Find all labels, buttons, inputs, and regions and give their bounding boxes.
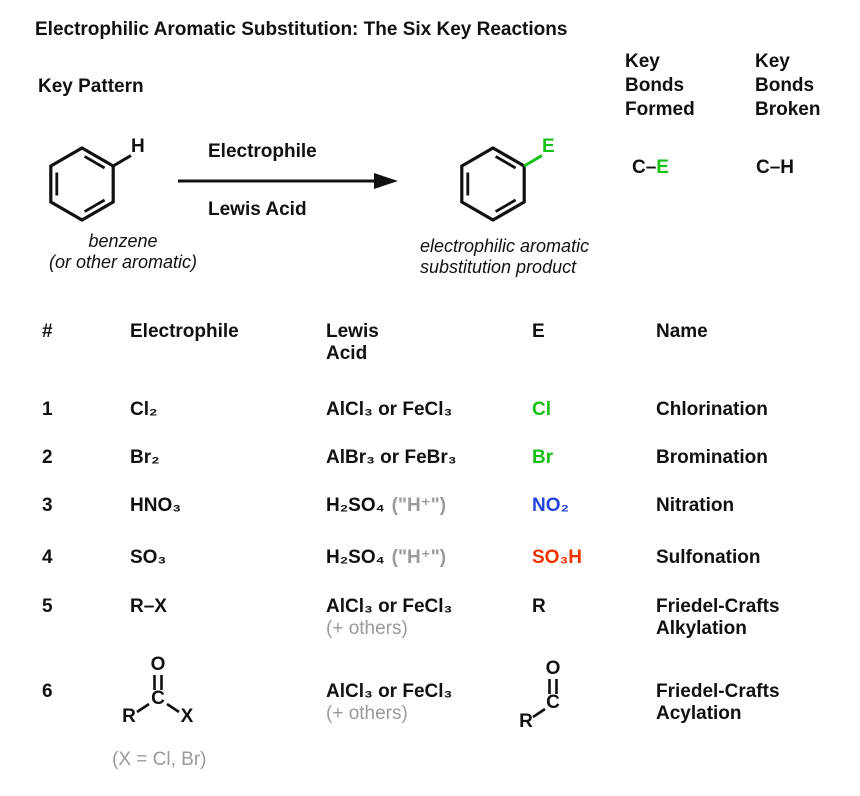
- row4-lewis-note: ("H⁺"): [391, 547, 447, 568]
- reactant-caption-line1: benzene: [88, 231, 158, 251]
- row6-name: Friedel-Crafts Acylation: [656, 681, 780, 724]
- row4-name: Sulfonation: [656, 547, 761, 568]
- arrow-below-label: Lewis Acid: [208, 199, 307, 220]
- header-num: #: [42, 321, 53, 342]
- row4-num: 4: [42, 547, 53, 568]
- row5-num: 5: [42, 596, 53, 617]
- row2-e: Br: [532, 447, 554, 468]
- row6-lewis-note: (+ others): [326, 703, 408, 724]
- acyl-group-o: O: [546, 658, 561, 679]
- bond-formed-c: C–: [632, 157, 657, 178]
- row2-electrophile: Br₂: [130, 447, 160, 468]
- row3-name: Nitration: [656, 495, 735, 516]
- page-title: Electrophilic Aromatic Substitution: The…: [35, 19, 568, 40]
- bond-formed-e: E: [656, 157, 669, 178]
- row3-electrophile: HNO₃: [130, 495, 182, 516]
- header-e: E: [532, 321, 545, 342]
- row6-lewis-main: AlCl₃ or FeCl₃: [326, 681, 453, 702]
- benzene-reactant-structure: [49, 146, 132, 222]
- row1-lewis: AlCl₃ or FeCl₃: [326, 399, 453, 420]
- table-footnote: (X = Cl, Br): [112, 749, 207, 770]
- arrow-above-label: Electrophile: [208, 141, 317, 162]
- header-electrophile: Electrophile: [130, 321, 239, 342]
- reactant-caption-line2: (or other aromatic): [48, 252, 198, 272]
- acyl-group-c: C: [546, 692, 560, 713]
- row5-lewis-main: AlCl₃ or FeCl₃: [326, 596, 453, 617]
- row2-lewis: AlBr₃ or FeBr₃: [326, 447, 457, 468]
- acyl-halide-r: R: [122, 706, 136, 727]
- row3-lewis-note: ("H⁺"): [391, 495, 447, 516]
- reaction-arrow: [178, 173, 398, 189]
- row5-lewis: AlCl₃ or FeCl₃(+ others): [326, 596, 452, 640]
- row5-electrophile: R–X: [130, 596, 167, 617]
- bond-formed-value: C–E: [632, 157, 669, 179]
- row2-num: 2: [42, 447, 53, 468]
- c-e-bond: [523, 154, 543, 168]
- row5-lewis-note: (+ others): [326, 618, 408, 639]
- benzene-product-structure: [460, 146, 543, 222]
- header-lewis: Lewis Acid: [326, 321, 379, 364]
- row1-name: Chlorination: [656, 399, 768, 420]
- reactant-caption: benzene (or other aromatic): [18, 231, 228, 273]
- row1-num: 1: [42, 399, 53, 420]
- row6-lewis: AlCl₃ or FeCl₃(+ others): [326, 681, 452, 725]
- acyl-halide-x: X: [181, 706, 194, 727]
- acyl-halide-structure: O C R X: [122, 654, 194, 727]
- row4-e: SO₃H: [532, 547, 582, 568]
- row3-e: NO₂: [532, 495, 569, 516]
- row4-electrophile: SO₃: [130, 547, 167, 568]
- row4-lewis-main: H₂SO₄: [326, 547, 385, 568]
- key-pattern-label: Key Pattern: [38, 76, 144, 97]
- bond-broken-value: C–H: [756, 157, 795, 178]
- header-name: Name: [656, 321, 708, 342]
- reactant-substituent-label: H: [131, 136, 145, 157]
- key-bonds-broken-header: Key Bonds Broken: [755, 51, 821, 120]
- c-h-bond: [112, 154, 132, 168]
- row1-e: Cl: [532, 399, 551, 420]
- key-bonds-formed-header: Key Bonds Formed: [625, 51, 695, 120]
- row1-electrophile: Cl₂: [130, 399, 158, 420]
- acyl-group-r: R: [519, 711, 533, 732]
- row5-e: R: [532, 596, 546, 617]
- row3-num: 3: [42, 495, 53, 516]
- acyl-halide-c: C: [151, 688, 165, 709]
- row5-name: Friedel-Crafts Alkylation: [656, 596, 780, 639]
- row3-lewis: H₂SO₄ ("H⁺"): [326, 495, 446, 517]
- product-caption: electrophilic aromatic substitution prod…: [420, 236, 589, 278]
- row4-lewis: H₂SO₄ ("H⁺"): [326, 547, 446, 569]
- product-caption-line2: substitution product: [420, 257, 577, 277]
- acyl-group-structure: O C R: [519, 658, 561, 732]
- acyl-halide-o: O: [151, 654, 166, 675]
- row2-name: Bromination: [656, 447, 768, 468]
- row6-num: 6: [42, 681, 53, 702]
- product-caption-line1: electrophilic aromatic: [420, 236, 590, 256]
- product-substituent-label: E: [542, 136, 555, 157]
- row3-lewis-main: H₂SO₄: [326, 495, 385, 516]
